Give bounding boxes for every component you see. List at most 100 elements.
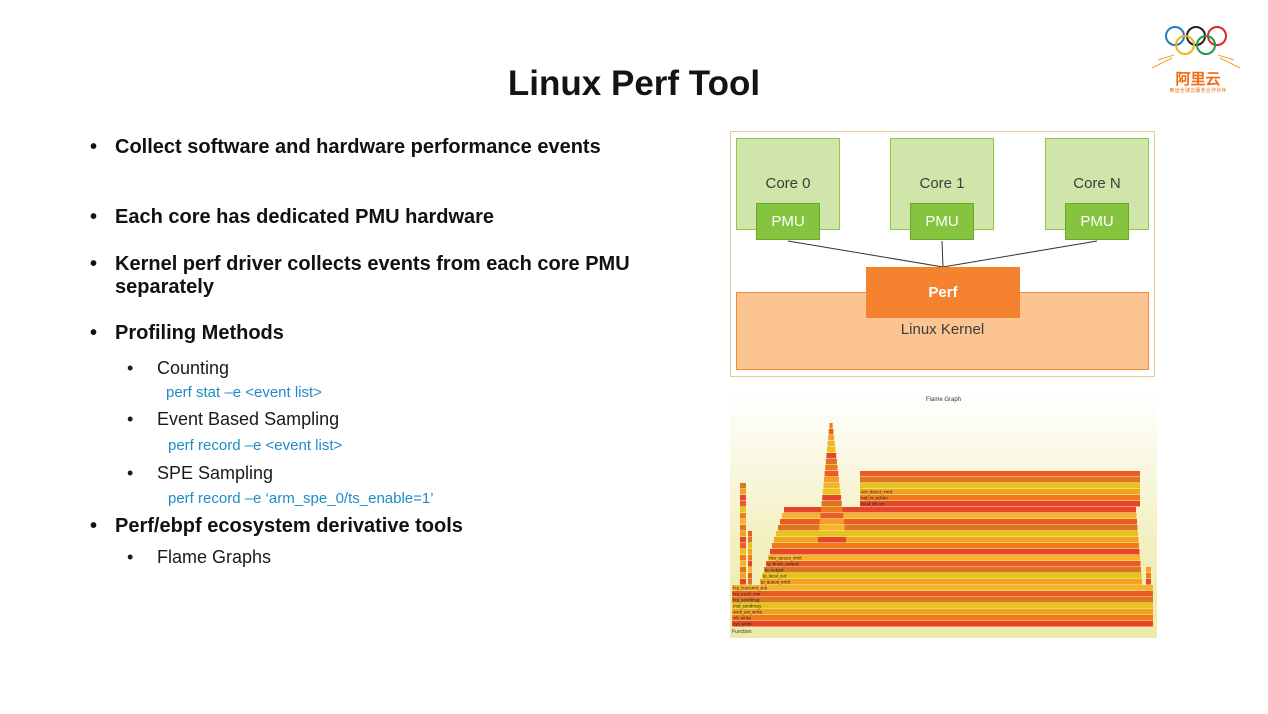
pmu-core-0: PMU [756, 203, 820, 240]
flame-frame [748, 555, 752, 561]
flame-frame [860, 489, 1140, 495]
flame-frame [819, 519, 844, 525]
flame-frame [780, 519, 1137, 525]
flame-frame [740, 561, 746, 567]
flame-frame [828, 435, 835, 441]
flame-frame-label: ip_output [765, 568, 784, 573]
flame-frame-label: inet_sendmsg [733, 604, 761, 609]
flame-frame [860, 501, 1140, 507]
flame-frame [860, 477, 1140, 483]
flame-frame [740, 501, 746, 507]
core-n-label: Core N [1073, 175, 1121, 192]
flame-frame [860, 471, 1140, 477]
flame-frame [784, 507, 1136, 513]
flame-frame [740, 567, 746, 573]
flame-frame [732, 621, 1153, 627]
flame-frame [1146, 567, 1151, 573]
flame-frame-label: sys_write [733, 622, 752, 627]
flame-frame [748, 531, 752, 537]
flame-frame-label: local_bh_en [861, 502, 885, 507]
slide-title: Linux Perf Tool [507, 64, 761, 103]
bullet-profiling: •Profiling Methods [90, 322, 284, 344]
flame-frame [820, 513, 844, 519]
flame-frame [740, 543, 746, 549]
flame-frame [825, 459, 837, 465]
bullet-collect: •Collect software and hardware performan… [90, 136, 601, 158]
flame-frame [822, 489, 841, 495]
flame-frame-label: dev_queue_xmit [769, 556, 802, 561]
flame-frame [740, 549, 746, 555]
flame-frame [740, 495, 746, 501]
flame-frame-label: vfs_write [733, 616, 751, 621]
connector-lines [787, 240, 1098, 268]
flame-frame [748, 543, 752, 549]
flame-frame [740, 573, 746, 579]
flame-frame [760, 579, 1142, 585]
brand-logo-text: 阿里云 [1175, 71, 1221, 88]
flame-frame [772, 543, 1139, 549]
flame-frame [762, 573, 1142, 579]
flame-graph-title: Flame Graph [925, 397, 961, 403]
flame-frame [825, 465, 838, 471]
flame-frame-label: tcp_push_one [733, 592, 761, 597]
flame-frame-label: ip_finish_output [767, 562, 799, 567]
flame-frame [732, 603, 1153, 609]
bullet-kernel-driver: •Kernel perf driver collects events from… [90, 253, 630, 298]
ebs-command: perf record –e <event list> [168, 437, 343, 454]
flame-frame [732, 609, 1153, 615]
flame-frame-label: ip_local_out [763, 574, 787, 579]
flame-frame [821, 501, 842, 507]
flame-frame [776, 531, 1138, 537]
flame-frame [818, 537, 846, 543]
flame-frame [740, 483, 746, 489]
flame-frame [740, 537, 746, 543]
flame-frame [1146, 573, 1151, 579]
flame-frame [829, 423, 833, 429]
flame-graph-function-label: Function: [732, 629, 753, 635]
flame-frame [819, 525, 845, 531]
flame-frame [824, 477, 839, 483]
flame-frame [740, 513, 746, 519]
core-0-label: Core 0 [765, 175, 811, 192]
pmu-core-1: PMU [910, 203, 974, 240]
perf-box: Perf [866, 267, 1020, 318]
flame-frame [740, 489, 746, 495]
flame-frame [732, 585, 1153, 591]
flame-frame [732, 615, 1153, 621]
flame-frame [748, 567, 752, 573]
flame-frame [740, 579, 746, 585]
flame-frame [860, 495, 1140, 501]
flame-frame [782, 513, 1137, 519]
flame-frame [748, 561, 752, 567]
flame-frame [778, 525, 1138, 531]
flame-frame [828, 429, 834, 435]
flame-frame [818, 531, 846, 537]
flame-frame [748, 573, 752, 579]
sub-bullet-spe: •SPE Sampling [127, 463, 274, 483]
flame-frame [821, 507, 843, 513]
flame-frame [860, 483, 1140, 489]
brand-tagline: 奥运全球云服务合作伙伴 [1169, 88, 1227, 94]
flame-frame-label: sock_aio_write [733, 610, 763, 615]
flame-frame [827, 441, 835, 447]
flame-frame [748, 537, 752, 543]
counting-command: perf stat –e <event list> [166, 384, 322, 401]
olympic-rings-logo [1148, 22, 1244, 96]
core-1-label: Core 1 [919, 175, 965, 192]
perf-architecture-diagram: Linux Kernel Core 0 Core 1 Core N PMU PM… [730, 131, 1155, 377]
flame-frame [732, 597, 1153, 603]
sub-bullet-counting: •Counting [127, 358, 230, 378]
flame-frame [822, 495, 842, 501]
sub-bullet-flame: •Flame Graphs [127, 547, 272, 567]
flame-frame [740, 531, 746, 537]
flame-frame [732, 591, 1153, 597]
flame-frame [1146, 579, 1151, 585]
bullet-ecosystem: •Perf/ebpf ecosystem derivative tools [90, 515, 463, 537]
flame-frame-label: sch_direct_xmit [861, 490, 893, 495]
flame-frame-label: tcp_transmit_skb [733, 586, 768, 591]
flame-frame [768, 555, 1140, 561]
linux-kernel-label: Linux Kernel [900, 321, 985, 338]
flame-frame [748, 579, 752, 585]
flame-frame [827, 447, 836, 453]
